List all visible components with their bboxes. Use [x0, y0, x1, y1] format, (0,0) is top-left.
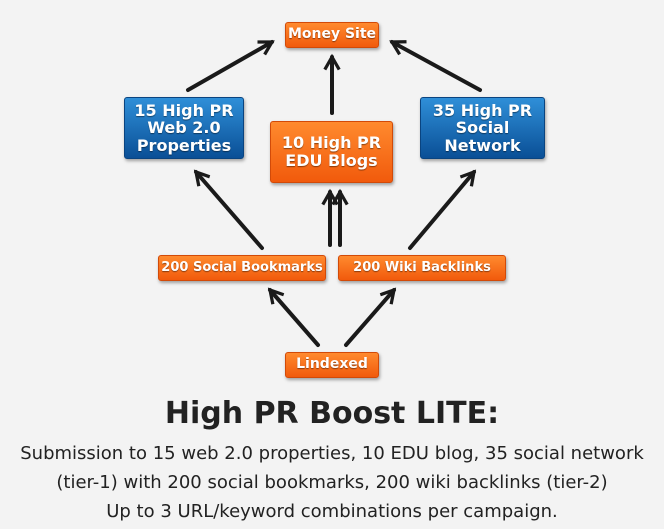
description-line-1: Submission to 15 web 2.0 properties, 10 …: [20, 443, 644, 464]
node-lindexed: Lindexed: [285, 352, 379, 378]
diagram-title: High PR Boost LITE:: [164, 396, 500, 431]
node-wiki-backlinks: 200 Wiki Backlinks: [338, 255, 506, 281]
node-social-network: 35 High PR Social Network: [420, 97, 545, 159]
node-money-site: Money Site: [285, 22, 379, 48]
description-line-2: (tier-1) with 200 social bookmarks, 200 …: [56, 472, 608, 493]
arrow-social-network-to-money-site: [389, 40, 482, 92]
arrow-lindexed-to-social-bookmarks: [267, 287, 320, 347]
node-social-bookmarks: 200 Social Bookmarks: [158, 255, 326, 281]
arrow-web20-to-money-site: [186, 40, 275, 92]
arrow-wiki-backlinks-to-social-network: [408, 169, 477, 250]
node-web20-properties: 15 High PR Web 2.0 Properties: [124, 97, 244, 159]
arrow-lindexed-to-wiki-backlinks: [344, 287, 397, 347]
node-edu-blogs: 10 High PR EDU Blogs: [270, 121, 393, 183]
arrow-social-bookmarks-to-web20: [193, 169, 264, 250]
description-line-3: Up to 3 URL/keyword combinations per cam…: [106, 501, 558, 522]
